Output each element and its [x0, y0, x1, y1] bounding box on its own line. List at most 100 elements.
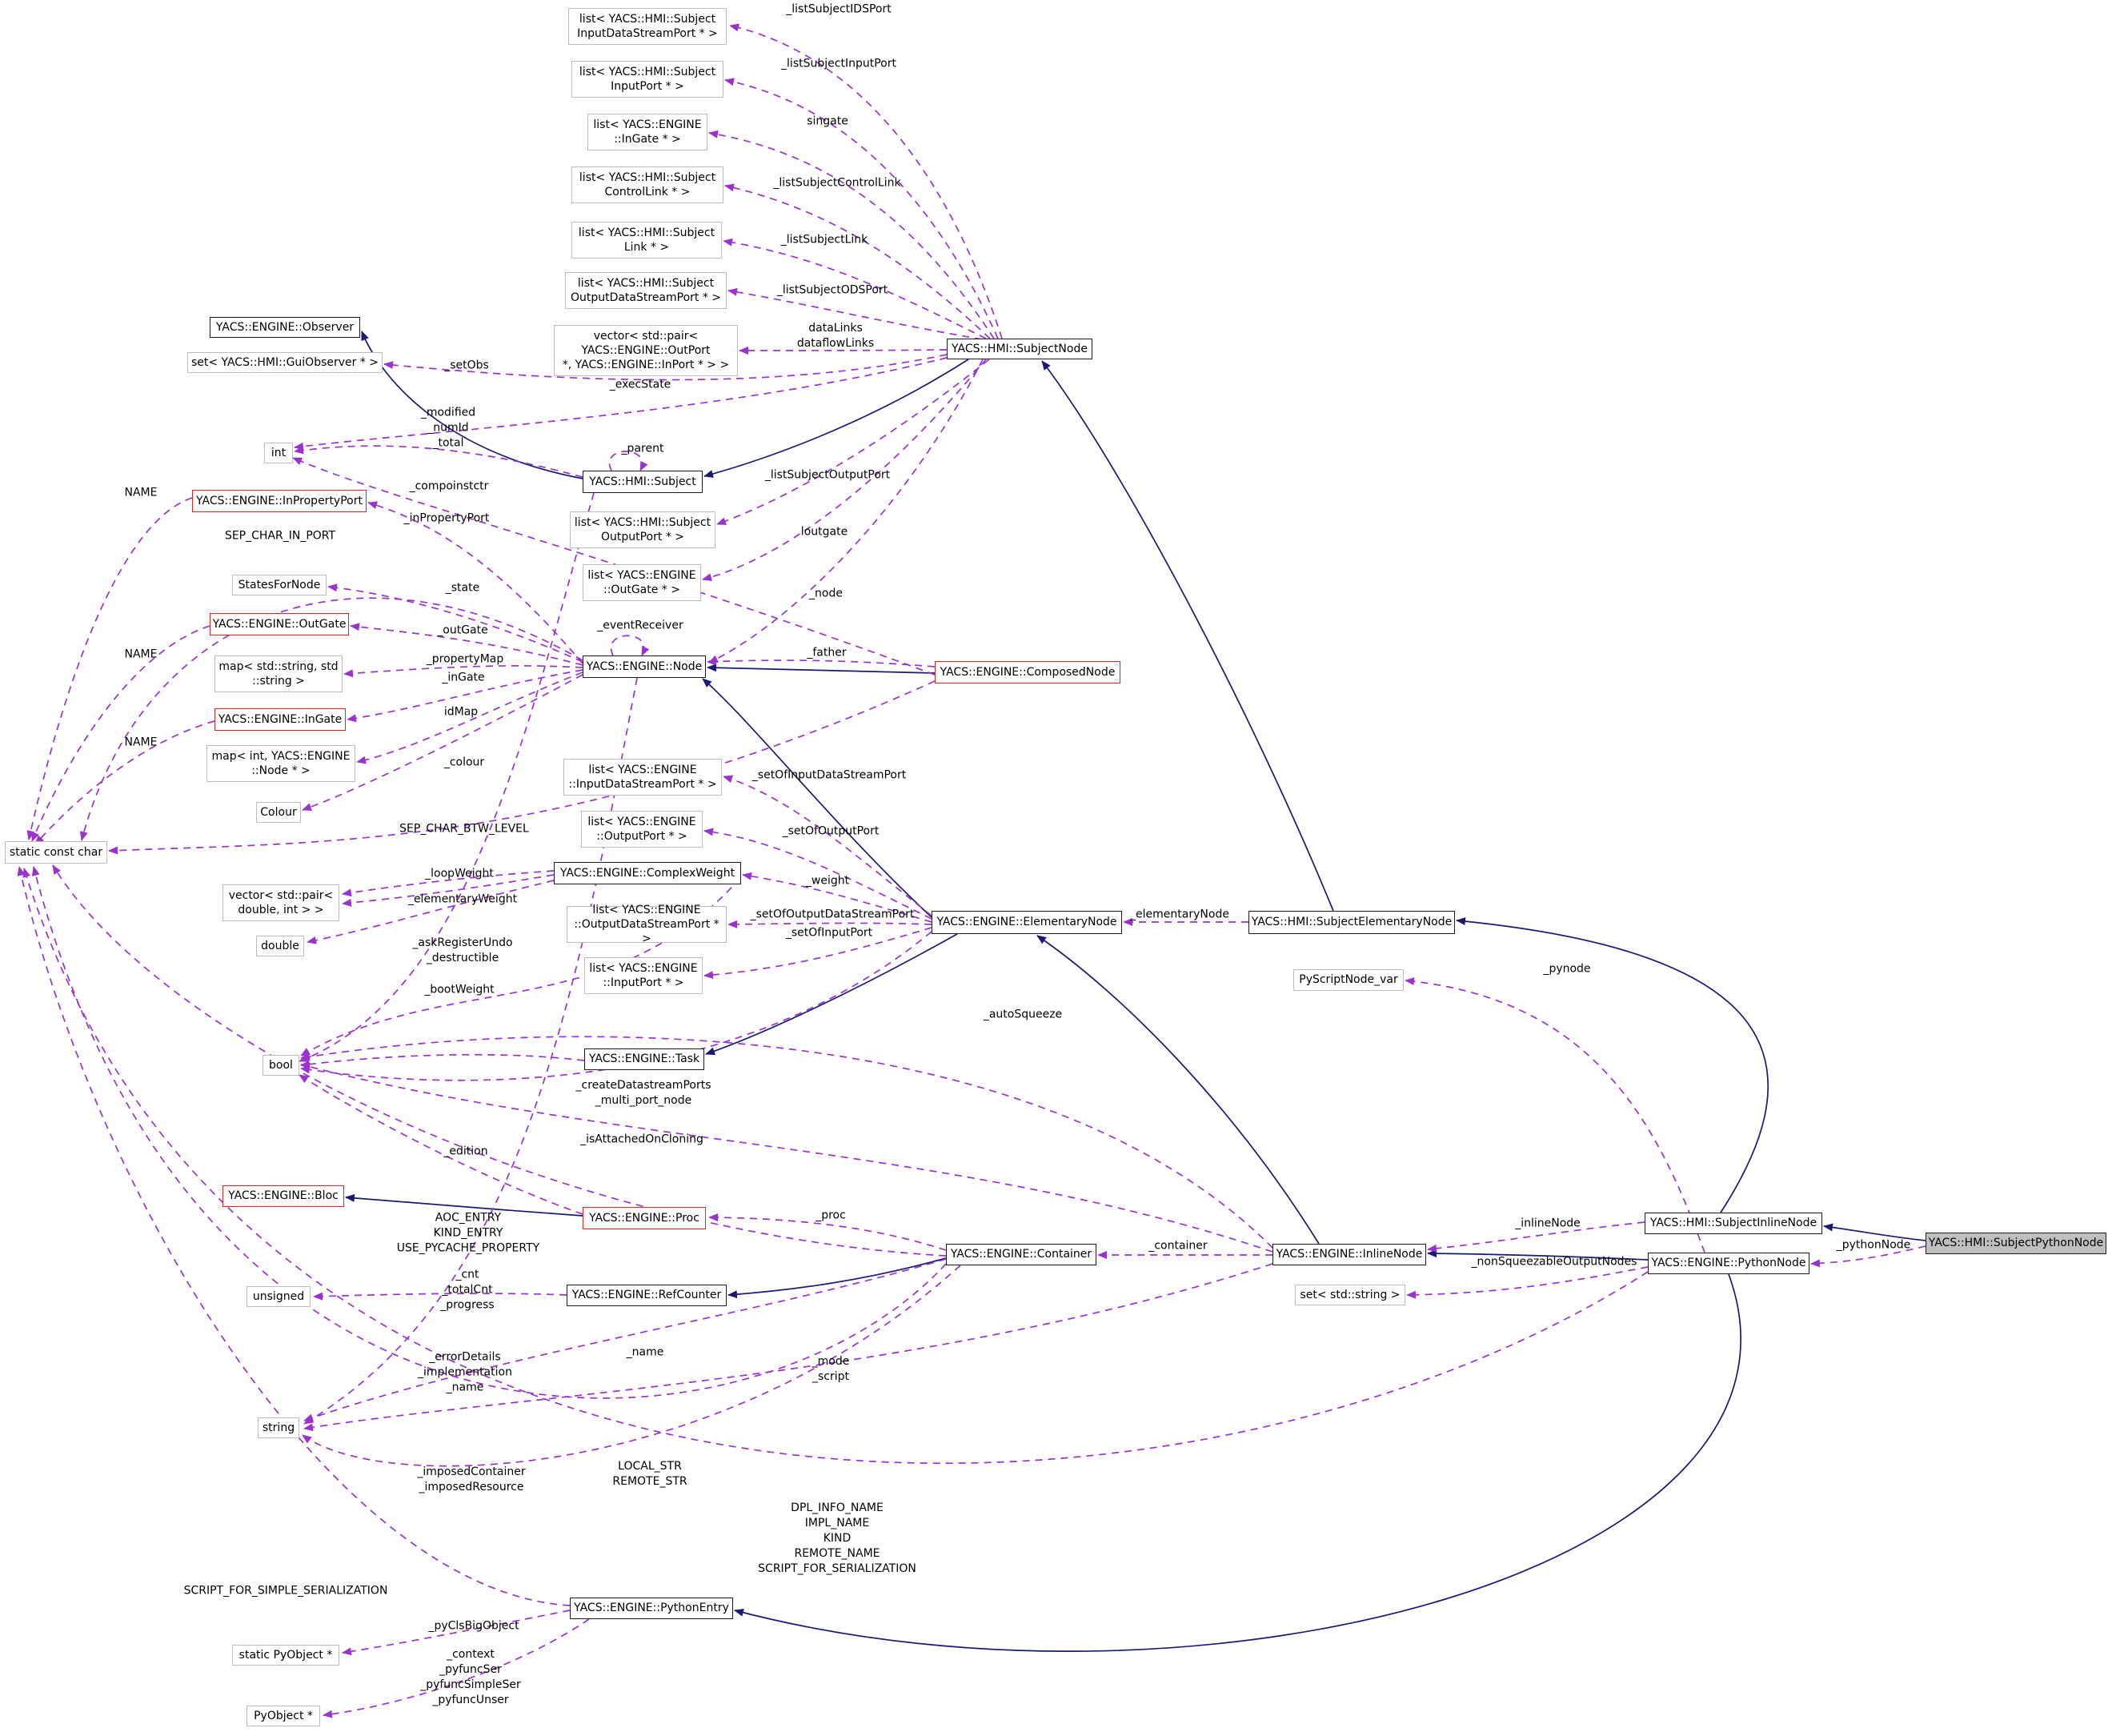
class-box-pyobject[interactable]: PyObject *: [246, 1706, 320, 1726]
edge-label-sep-char-in-port: SEP_CHAR_IN_PORT: [224, 529, 336, 543]
class-box-yacs-hmi-subjectelementarynode[interactable]: YACS::HMI::SubjectElementaryNode: [1248, 911, 1455, 934]
class-box-list-yacs-engine-inputport[interactable]: list< YACS::ENGINE ::InputPort * >: [584, 957, 703, 994]
edge-label-cnt: _cnt _totalCnt _progress: [440, 1268, 495, 1312]
class-box-yacs-hmi-subject[interactable]: YACS::HMI::Subject: [583, 471, 703, 493]
edge-label-createdatastreamports: _createDatastreamPorts _multi_port_node: [575, 1079, 711, 1107]
class-box-yacs-hmi-subjectpythonnode: YACS::HMI::SubjectPythonNode: [1926, 1233, 2106, 1254]
class-box-double[interactable]: double: [256, 936, 304, 956]
class-box-map-std-string-std-string[interactable]: map< std::string, std ::string >: [214, 656, 343, 692]
class-box-yacs-engine-composednode[interactable]: YACS::ENGINE::ComposedNode: [935, 661, 1120, 684]
class-box-yacs-engine-observer[interactable]: YACS::ENGINE::Observer: [210, 317, 360, 338]
usage-edge-59: [108, 680, 936, 855]
class-box-vector-std-pair-double-int[interactable]: vector< std::pair< double, int > >: [222, 884, 339, 921]
class-box-list-yacs-engine-outgate[interactable]: list< YACS::ENGINE ::OutGate * >: [583, 564, 701, 601]
class-box-list-yacs-hmi-subject-inputdatastreamport[interactable]: list< YACS::HMI::Subject InputDataStream…: [568, 8, 727, 45]
class-box-yacs-engine-pythonentry[interactable]: YACS::ENGINE::PythonEntry: [570, 1598, 733, 1619]
edge-label-pyclsbigobject: _pyClsBigObject: [428, 1619, 519, 1633]
edge-label-weight: _weight: [805, 874, 850, 888]
edge-label-modified: _modified _numId _total: [420, 406, 476, 450]
inheritance-edge-5: [1036, 935, 1320, 1245]
class-box-int[interactable]: int: [264, 443, 293, 463]
edge-label-edition: _edition: [443, 1145, 488, 1158]
class-box-colour[interactable]: Colour: [256, 802, 301, 823]
usage-edge-56: [342, 870, 555, 897]
class-box-yacs-engine-complexweight[interactable]: YACS::ENGINE::ComplexWeight: [554, 862, 741, 884]
edge-label-execstate: _execState: [609, 378, 671, 391]
class-box-vector-std-pair-yacs-engine-outport-yacs-engine-inport[interactable]: vector< std::pair< YACS::ENGINE::OutPort…: [554, 325, 738, 376]
class-box-string[interactable]: string: [258, 1417, 299, 1438]
usage-edge-13: [729, 23, 1003, 339]
edge-label-setofoutputdatastreamport: _setOfOutputDataStreamPort: [750, 908, 915, 921]
usage-edge-27: [343, 665, 583, 678]
class-box-yacs-engine-elementarynode[interactable]: YACS::ENGINE::ElementaryNode: [932, 911, 1122, 934]
class-box-map-int-yacs-engine-node[interactable]: map< int, YACS::ENGINE ::Node * >: [206, 745, 355, 782]
edge-label-setofoutputport: _setOfOutputPort: [782, 824, 880, 838]
class-box-list-yacs-hmi-subject-inputport[interactable]: list< YACS::HMI::Subject InputPort * >: [571, 61, 723, 98]
class-box-yacs-hmi-subjectinlinenode[interactable]: YACS::HMI::SubjectInlineNode: [1645, 1213, 1822, 1234]
class-box-list-yacs-engine-outputport[interactable]: list< YACS::ENGINE ::OutputPort * >: [581, 811, 703, 848]
edge-label-listsubjectinputport: _listSubjectInputPort: [781, 57, 896, 70]
edge-label-local-str: LOCAL_STR REMOTE_STR: [612, 1460, 687, 1488]
usage-edge-45: [1810, 1245, 1926, 1268]
class-box-list-yacs-engine-ingate[interactable]: list< YACS::ENGINE ::InGate * >: [587, 114, 707, 150]
edge-label-listsubjectcontrollink: _listSubjectControlLink: [773, 176, 901, 190]
class-box-yacs-engine-outgate[interactable]: YACS::ENGINE::OutGate: [210, 613, 349, 635]
usage-edge-54: [300, 1053, 585, 1068]
class-box-yacs-engine-container[interactable]: YACS::ENGINE::Container: [946, 1244, 1096, 1265]
edge-label-datalinks: dataLinks dataflowLinks: [796, 322, 875, 350]
class-box-pyscriptnode-var[interactable]: PyScriptNode_var: [1293, 969, 1404, 991]
class-box-yacs-engine-bloc[interactable]: YACS::ENGINE::Bloc: [222, 1185, 344, 1207]
edge-label-listsubjectodsport: _listSubjectODSPort: [776, 283, 888, 297]
inheritance-edge-8: [345, 1193, 583, 1217]
usage-edge-40: [727, 920, 932, 928]
inheritance-edge-7: [727, 1257, 947, 1299]
class-box-yacs-engine-inpropertyport[interactable]: YACS::ENGINE::InPropertyPort: [192, 490, 367, 512]
edge-label-loutgate: loutgate: [800, 525, 848, 539]
edge-label-ingate: _inGate: [442, 671, 485, 684]
class-box-static-pyobject[interactable]: static PyObject *: [232, 1645, 339, 1666]
usage-edge-73: [342, 1610, 571, 1656]
class-box-list-yacs-hmi-subject-outputdatastreamport[interactable]: list< YACS::HMI::Subject OutputDataStrea…: [565, 272, 727, 309]
usage-edge-17: [723, 238, 987, 339]
usage-edge-20: [383, 354, 948, 381]
usage-edge-15: [708, 130, 995, 339]
usage-edge-51: [300, 1062, 1273, 1253]
edge-label-inlinenode: _inlineNode: [1515, 1217, 1581, 1230]
class-box-yacs-hmi-subjectnode[interactable]: YACS::HMI::SubjectNode: [947, 339, 1092, 359]
class-box-list-yacs-hmi-subject-outputport[interactable]: list< YACS::HMI::Subject OutputPort * >: [570, 511, 715, 548]
class-box-list-yacs-hmi-subject-link[interactable]: list< YACS::HMI::Subject Link * >: [571, 222, 722, 259]
edge-label-inpropertyport: _inPropertyPort: [403, 511, 490, 525]
usage-edge-30: [302, 674, 583, 811]
class-box-yacs-engine-task[interactable]: YACS::ENGINE::Task: [584, 1048, 704, 1070]
edge-label-compoinstctr: _compoinstctr: [409, 479, 489, 493]
class-box-yacs-engine-inlinenode[interactable]: YACS::ENGINE::InlineNode: [1272, 1244, 1426, 1265]
class-box-static-const-char[interactable]: static const char: [5, 841, 107, 864]
class-box-unsigned[interactable]: unsigned: [246, 1286, 311, 1307]
class-box-yacs-engine-ingate[interactable]: YACS::ENGINE::InGate: [214, 708, 346, 731]
usage-edge-24: [367, 501, 583, 664]
class-box-set-yacs-hmi-guiobserver[interactable]: set< YACS::HMI::GuiObserver * >: [187, 352, 383, 373]
class-box-yacs-engine-refcounter[interactable]: YACS::ENGINE::RefCounter: [567, 1285, 727, 1306]
inheritance-edge-1: [703, 359, 969, 478]
edge-label-errordetails: _errorDetails _implementation _name: [418, 1350, 512, 1394]
class-box-list-yacs-engine-outputdatastreamport[interactable]: list< YACS::ENGINE ::OutputDataStreamPor…: [567, 904, 727, 945]
class-box-yacs-engine-proc[interactable]: YACS::ENGINE::Proc: [583, 1207, 706, 1229]
edge-label-setobs: _setObs: [444, 359, 489, 372]
class-box-yacs-engine-pythonnode[interactable]: YACS::ENGINE::PythonNode: [1648, 1253, 1809, 1274]
usage-edge-52: [299, 492, 595, 1062]
edge-label-propertymap: _propertyMap: [426, 652, 504, 666]
class-box-statesfornode[interactable]: StatesForNode: [232, 575, 327, 595]
usage-edge-32: [608, 451, 648, 471]
usage-edge-61: [31, 866, 947, 1399]
class-box-set-std-string[interactable]: set< std::string >: [1295, 1285, 1405, 1305]
inheritance-edge-9: [1041, 360, 1334, 912]
class-box-yacs-engine-node[interactable]: YACS::ENGINE::Node: [583, 656, 706, 678]
edge-label-isattachedoncloning: _isAttachedOnCloning: [580, 1133, 703, 1146]
edge-label-parent: _parent: [621, 442, 664, 455]
class-box-list-yacs-hmi-subject-controllink[interactable]: list< YACS::HMI::Subject ControlLink * >: [571, 166, 723, 203]
class-box-list-yacs-engine-inputdatastreamport[interactable]: list< YACS::ENGINE ::InputDataStreamPort…: [563, 759, 722, 796]
class-box-bool[interactable]: bool: [262, 1055, 299, 1076]
edge-label-loopweight: _loopWeight: [425, 867, 494, 880]
usage-edge-21: [294, 357, 948, 451]
